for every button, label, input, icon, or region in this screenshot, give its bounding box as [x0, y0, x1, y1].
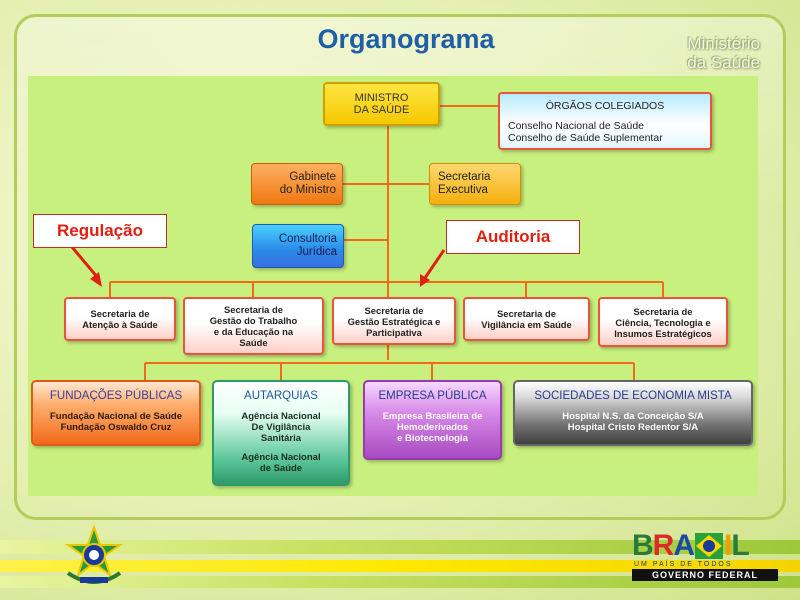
- footer-stripe: [0, 560, 800, 572]
- orgaos-item: Conselho de Saúde Suplementar: [508, 132, 663, 144]
- empresa-publica-box: EMPRESA PÚBLICA Empresa Brasileira de He…: [363, 380, 502, 460]
- orgaos-item: Conselho Nacional de Saúde: [508, 120, 645, 132]
- orgaos-colegiados-box: ÓRGÃOS COLEGIADOS Conselho Nacional de S…: [498, 92, 712, 150]
- secretaria-gestao-estrategica-box: Secretaria de Gestão Estratégica e Parti…: [332, 297, 456, 345]
- consultoria-juridica-box: Consultoria Jurídica: [252, 224, 344, 268]
- orgaos-title: ÓRGÃOS COLEGIADOS: [545, 100, 665, 112]
- autarquias-title: AUTARQUIAS: [244, 390, 318, 402]
- secretaria-atencao-box: Secretaria de Atenção à Saúde: [64, 297, 176, 341]
- gabinete-box: Gabinete do Ministro: [251, 163, 343, 205]
- footer-stripe: [0, 576, 800, 588]
- secretaria-ciencia-tecnologia-box: Secretaria de Ciência, Tecnologia e Insu…: [598, 297, 728, 347]
- ministro-box: MINISTRO DA SAÚDE: [323, 82, 440, 126]
- secretaria-gestao-trabalho-box: Secretaria de Gestão do Trabalho e da Ed…: [183, 297, 324, 355]
- auditoria-tag: Auditoria: [446, 220, 580, 254]
- footer-stripe: [0, 540, 800, 554]
- fundacoes-title: FUNDAÇÕES PÚBLICAS: [49, 390, 183, 402]
- sociedades-economia-mista-box: SOCIEDADES DE ECONOMIA MISTA Hospital N.…: [513, 380, 753, 446]
- governo-federal-label: GOVERNO FEDERAL: [632, 569, 778, 581]
- empresa-title: EMPRESA PÚBLICA: [378, 390, 487, 402]
- ministerio-watermark: Ministério da Saúde: [687, 34, 760, 72]
- autarquias-box: AUTARQUIAS Agência Nacional De Vigilânci…: [212, 380, 350, 486]
- page-title: Organograma: [317, 24, 495, 54]
- secretaria-vigilancia-box: Secretaria de Vigilância em Saúde: [463, 297, 590, 341]
- brazil-flag-icon: [695, 533, 724, 559]
- brasil-governo-federal-logo: B R A I L UM PAÍS DE TODOS GOVERNO FEDER…: [632, 530, 782, 586]
- coat-of-arms-icon: [58, 523, 130, 591]
- sociedades-title: SOCIEDADES DE ECONOMIA MISTA: [534, 390, 732, 402]
- secretaria-executiva-box: Secretaria Executiva: [429, 163, 521, 205]
- regulacao-tag: Regulação: [33, 214, 167, 248]
- fundacoes-publicas-box: FUNDAÇÕES PÚBLICAS Fundação Nacional de …: [31, 380, 201, 446]
- brasil-subtitle: UM PAÍS DE TODOS: [634, 561, 733, 568]
